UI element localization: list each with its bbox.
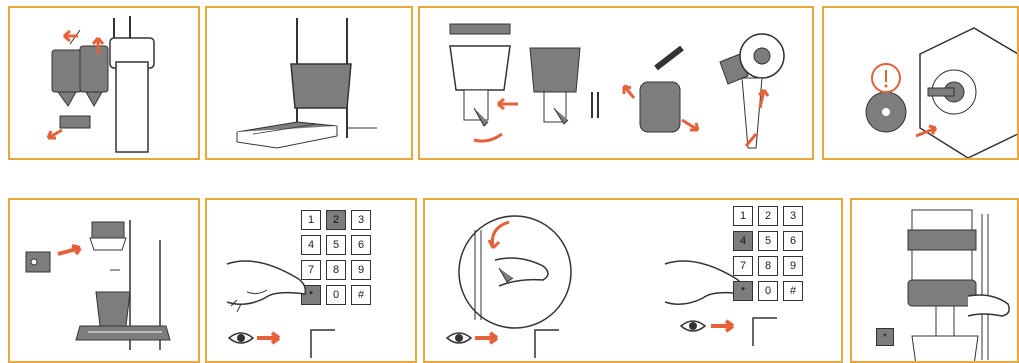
keypad-key: 2 [326, 210, 346, 230]
keypad-key: # [351, 285, 371, 305]
step-panel-3 [418, 6, 814, 160]
step-panel-5 [8, 198, 200, 363]
grounds-container-illustration [207, 8, 413, 160]
keypad-key: 2 [758, 206, 778, 226]
keypad-key: 3 [783, 206, 803, 226]
keypad-key: 8 [326, 260, 346, 280]
lever-insert-illustration [10, 200, 200, 363]
keypad-key: 7 [733, 256, 753, 276]
keypad-key: 1 [733, 206, 753, 226]
keypad-key: 4 [733, 231, 753, 251]
step-panel-2 [205, 6, 413, 160]
keypad-key: * [301, 285, 321, 305]
keypad-key: 9 [351, 260, 371, 280]
keypad-key: 8 [758, 256, 778, 276]
step-panel-8: * [850, 198, 1019, 363]
keypad-key: 7 [301, 260, 321, 280]
star-key-indicator: * [876, 328, 894, 346]
keypad-key: 5 [758, 231, 778, 251]
brewing-unit-disassembly-illustration [420, 8, 814, 160]
keypad-key: 0 [758, 281, 778, 301]
keypad-key: # [783, 281, 803, 301]
keypad-key: 9 [783, 256, 803, 276]
step-panel-1 [8, 6, 200, 160]
step-panel-4 [822, 6, 1019, 160]
keypad-key: 5 [326, 235, 346, 255]
keypad-key: * [733, 281, 753, 301]
keypad-key: 6 [351, 235, 371, 255]
keypad-key: 6 [783, 231, 803, 251]
shaft-disc-illustration [824, 8, 1019, 160]
grinder-removal-illustration [10, 8, 200, 160]
keypad-key: 3 [351, 210, 371, 230]
keypad-key: 4 [301, 235, 321, 255]
keypad-key: 0 [326, 285, 346, 305]
keypad-key: 1 [301, 210, 321, 230]
